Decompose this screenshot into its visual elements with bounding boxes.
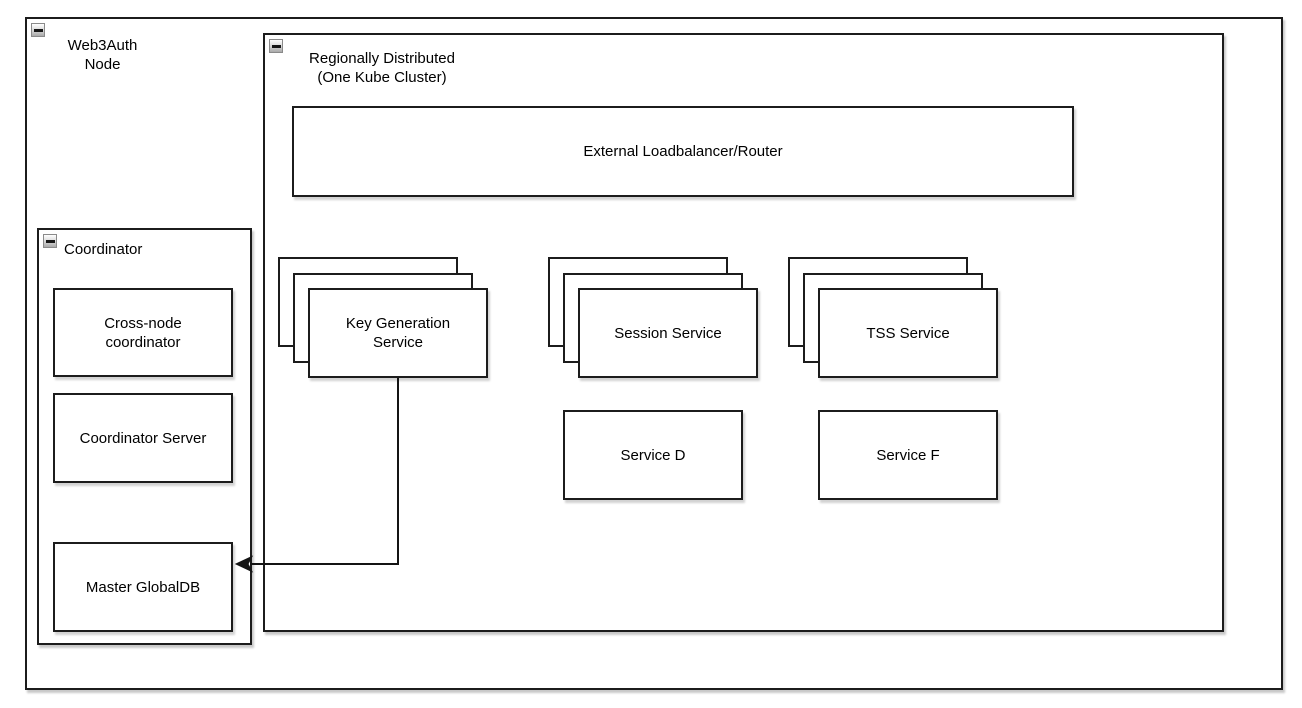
stack-tss-service[interactable]: TSS Service: [788, 257, 998, 378]
service-label: Service F: [876, 446, 940, 464]
coordinator-box-label: Master GlobalDB: [85, 578, 201, 596]
collapse-button[interactable]: [269, 39, 283, 53]
group-label-regionally: Regionally Distributed (One Kube Cluster…: [288, 49, 476, 87]
box-external-loadbalancer[interactable]: External Loadbalancer/Router: [292, 106, 1074, 197]
stack-label: Key Generation Service: [345, 315, 451, 351]
stack-label: TSS Service: [866, 324, 950, 342]
group-label-web3auth: Web3Auth Node: [45, 36, 160, 74]
collapse-button[interactable]: [43, 234, 57, 248]
stack-session-service[interactable]: Session Service: [548, 257, 758, 378]
minus-icon: [33, 28, 43, 32]
coordinator-box-label: Coordinator Server: [79, 429, 207, 447]
coordinator-box-label: Cross-node coordinator: [104, 314, 182, 351]
group-label-coordinator: Coordinator: [64, 241, 143, 258]
group-label-web3auth-line1: Web3Auth: [67, 37, 138, 54]
group-label-web3auth-line2: Node: [84, 56, 121, 73]
box-cross-node-coordinator[interactable]: Cross-node coordinator: [53, 288, 233, 377]
stack-front-box[interactable]: Key Generation Service: [308, 288, 488, 378]
collapse-button[interactable]: [31, 23, 45, 37]
group-label-regionally-line1: Regionally Distributed: [309, 50, 455, 67]
stack-label: Session Service: [614, 324, 722, 342]
box-coordinator-server[interactable]: Coordinator Server: [53, 393, 233, 483]
group-label-regionally-line2: (One Kube Cluster): [317, 69, 447, 86]
stack-front-box[interactable]: TSS Service: [818, 288, 998, 378]
box-master-globaldb[interactable]: Master GlobalDB: [53, 542, 233, 632]
loadbalancer-label: External Loadbalancer/Router: [583, 143, 783, 160]
box-service-d[interactable]: Service D: [563, 410, 743, 500]
service-label: Service D: [620, 446, 686, 464]
stack-front-box[interactable]: Session Service: [578, 288, 758, 378]
stack-key-generation-service[interactable]: Key Generation Service: [278, 257, 488, 378]
minus-icon: [45, 239, 55, 243]
box-service-f[interactable]: Service F: [818, 410, 998, 500]
minus-icon: [271, 44, 281, 48]
